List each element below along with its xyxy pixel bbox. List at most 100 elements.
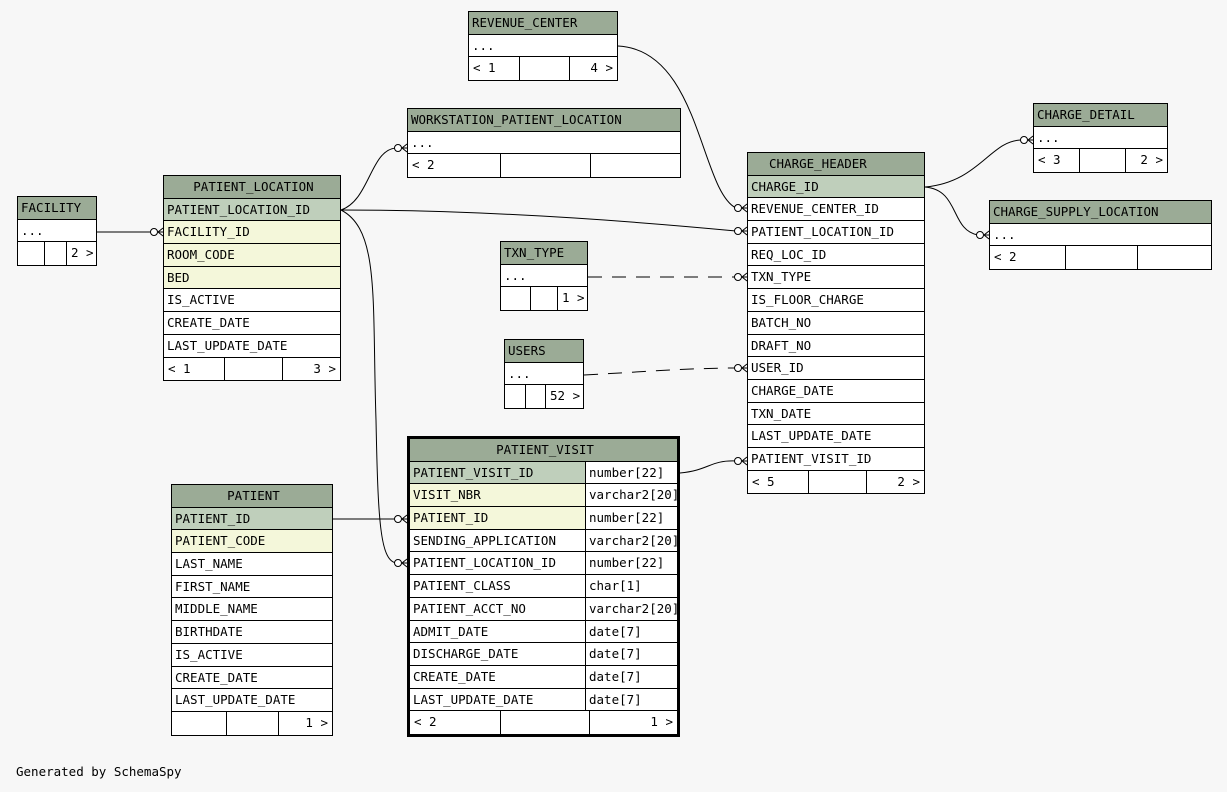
table-users[interactable]: USERS ... 52 > (504, 339, 584, 410)
collapsed-columns: ... (993, 226, 1016, 242)
children-count: 2 > (66, 242, 96, 266)
edge-charge-header-charge-supply-location (924, 186, 979, 236)
column-type: number[22] (585, 461, 677, 484)
column-name: PATIENT_VISIT_ID (751, 450, 872, 466)
table-title: PATIENT_VISIT (496, 442, 594, 457)
column-type: date[7] (585, 620, 677, 643)
column-name: BIRTHDATE (175, 624, 243, 640)
column-type: number[22] (585, 552, 677, 575)
crows-foot-marker (734, 203, 748, 213)
table-facility[interactable]: FACILITY ... 2 > (17, 196, 97, 267)
crows-foot-marker (976, 230, 990, 240)
table-title: PATIENT_LOCATION (193, 179, 314, 194)
table-charge-supply-location[interactable]: CHARGE_SUPPLY_LOCATION ... < 2 (989, 200, 1212, 271)
table-charge-detail[interactable]: CHARGE_DETAIL ... < 3 2 > (1033, 103, 1168, 174)
table-charge-header[interactable]: CHARGE_HEADER CHARGE_ID REVENUE_CENTER_I… (747, 152, 925, 495)
parents-count (505, 385, 525, 408)
table-title: CHARGE_DETAIL (1037, 107, 1135, 122)
rows-count (519, 57, 569, 81)
crows-foot-marker (394, 558, 408, 568)
column-name: SENDING_APPLICATION (413, 532, 556, 548)
column-type: varchar2[20] (585, 597, 677, 620)
children-count: 2 > (866, 470, 924, 494)
column-name: DRAFT_NO (751, 337, 812, 353)
rows-count (224, 357, 282, 381)
table-title: PATIENT (227, 488, 280, 503)
column-name: LAST_UPDATE_DATE (175, 692, 296, 708)
crows-foot-marker (734, 272, 748, 282)
rows-count (1079, 149, 1125, 173)
table-patient[interactable]: PATIENT PATIENT_ID PATIENT_CODE LAST_NAM… (171, 484, 333, 736)
column-name: IS_FLOOR_CHARGE (751, 292, 864, 308)
column-name: TXN_TYPE (751, 269, 812, 285)
table-title: USERS (508, 343, 546, 358)
table-footer: < 1 3 > (164, 357, 340, 381)
table-title: FACILITY (21, 200, 82, 215)
table-workstation-patient-location[interactable]: WORKSTATION_PATIENT_LOCATION ... < 2 (407, 108, 681, 179)
crows-foot-marker (394, 143, 408, 153)
column-type: varchar2[20] (585, 529, 677, 552)
column-type: varchar2[20] (585, 484, 677, 507)
children-count: 1 > (557, 287, 587, 311)
crows-foot-marker (734, 363, 748, 373)
column-name: LAST_UPDATE_DATE (751, 428, 872, 444)
column-name: MIDDLE_NAME (175, 601, 258, 617)
crows-foot-marker (734, 226, 748, 236)
collapsed-columns: ... (508, 365, 531, 381)
table-title: CHARGE_HEADER (769, 156, 867, 171)
children-count: 1 > (278, 711, 332, 735)
column-name: PATIENT_CODE (175, 533, 266, 549)
column-name: BATCH_NO (751, 314, 812, 330)
collapsed-columns: ... (472, 37, 495, 53)
table-txn-type[interactable]: TXN_TYPE ... 1 > (500, 241, 588, 312)
parents-count: < 1 (473, 60, 496, 76)
rows-count (44, 242, 66, 266)
table-title: CHARGE_SUPPLY_LOCATION (993, 204, 1159, 219)
collapsed-columns: ... (504, 267, 527, 283)
column-name: CHARGE_ID (751, 178, 819, 194)
table-footer: < 2 1 > (410, 711, 677, 734)
column-name: PATIENT_ID (175, 510, 251, 526)
column-name: IS_ACTIVE (167, 292, 235, 308)
children-count (1137, 246, 1211, 270)
children-count (590, 154, 680, 178)
crows-foot-marker (734, 456, 748, 466)
edge-patient-location-patient-visit (340, 209, 397, 564)
collapsed-columns: ... (411, 134, 434, 150)
column-name: PATIENT_CLASS (413, 578, 511, 594)
edge-charge-header-charge-detail (924, 139, 1023, 188)
column-name: FIRST_NAME (175, 578, 251, 594)
column-name: LAST_NAME (175, 556, 243, 572)
column-type: char[1] (585, 575, 677, 597)
crows-foot-marker (150, 227, 164, 237)
credit-text: Generated by SchemaSpy (16, 764, 182, 779)
table-revenue-center[interactable]: REVENUE_CENTER ... < 1 4 > (468, 11, 618, 82)
edge-patient-location-charge-header (340, 209, 737, 232)
children-count: 52 > (545, 385, 583, 409)
column-name: DISCHARGE_DATE (413, 646, 519, 662)
edge-patient-visit-charge-header (679, 460, 737, 474)
table-footer: < 1 4 > (469, 57, 617, 81)
table-footer: < 2 (990, 246, 1211, 270)
table-footer: 1 > (172, 711, 332, 735)
table-patient-location[interactable]: PATIENT_LOCATION PATIENT_LOCATION_ID FAC… (163, 175, 341, 382)
crows-foot-marker (394, 514, 408, 524)
column-name: CHARGE_DATE (751, 382, 834, 398)
column-name: IS_ACTIVE (175, 646, 243, 662)
column-name: CREATE_DATE (167, 315, 250, 331)
children-count: 2 > (1125, 149, 1167, 173)
table-footer: < 3 2 > (1034, 149, 1167, 173)
rows-count (226, 711, 278, 735)
children-count: 1 > (589, 711, 677, 734)
table-footer: 52 > (505, 385, 583, 409)
column-name: REVENUE_CENTER_ID (751, 201, 879, 217)
table-footer: 1 > (501, 287, 587, 311)
rows-count (500, 154, 590, 178)
column-name: PATIENT_ACCT_NO (413, 600, 526, 616)
table-footer: < 2 (408, 154, 680, 178)
table-title: REVENUE_CENTER (472, 15, 578, 30)
table-title: TXN_TYPE (504, 245, 565, 260)
children-count: 4 > (569, 57, 617, 81)
